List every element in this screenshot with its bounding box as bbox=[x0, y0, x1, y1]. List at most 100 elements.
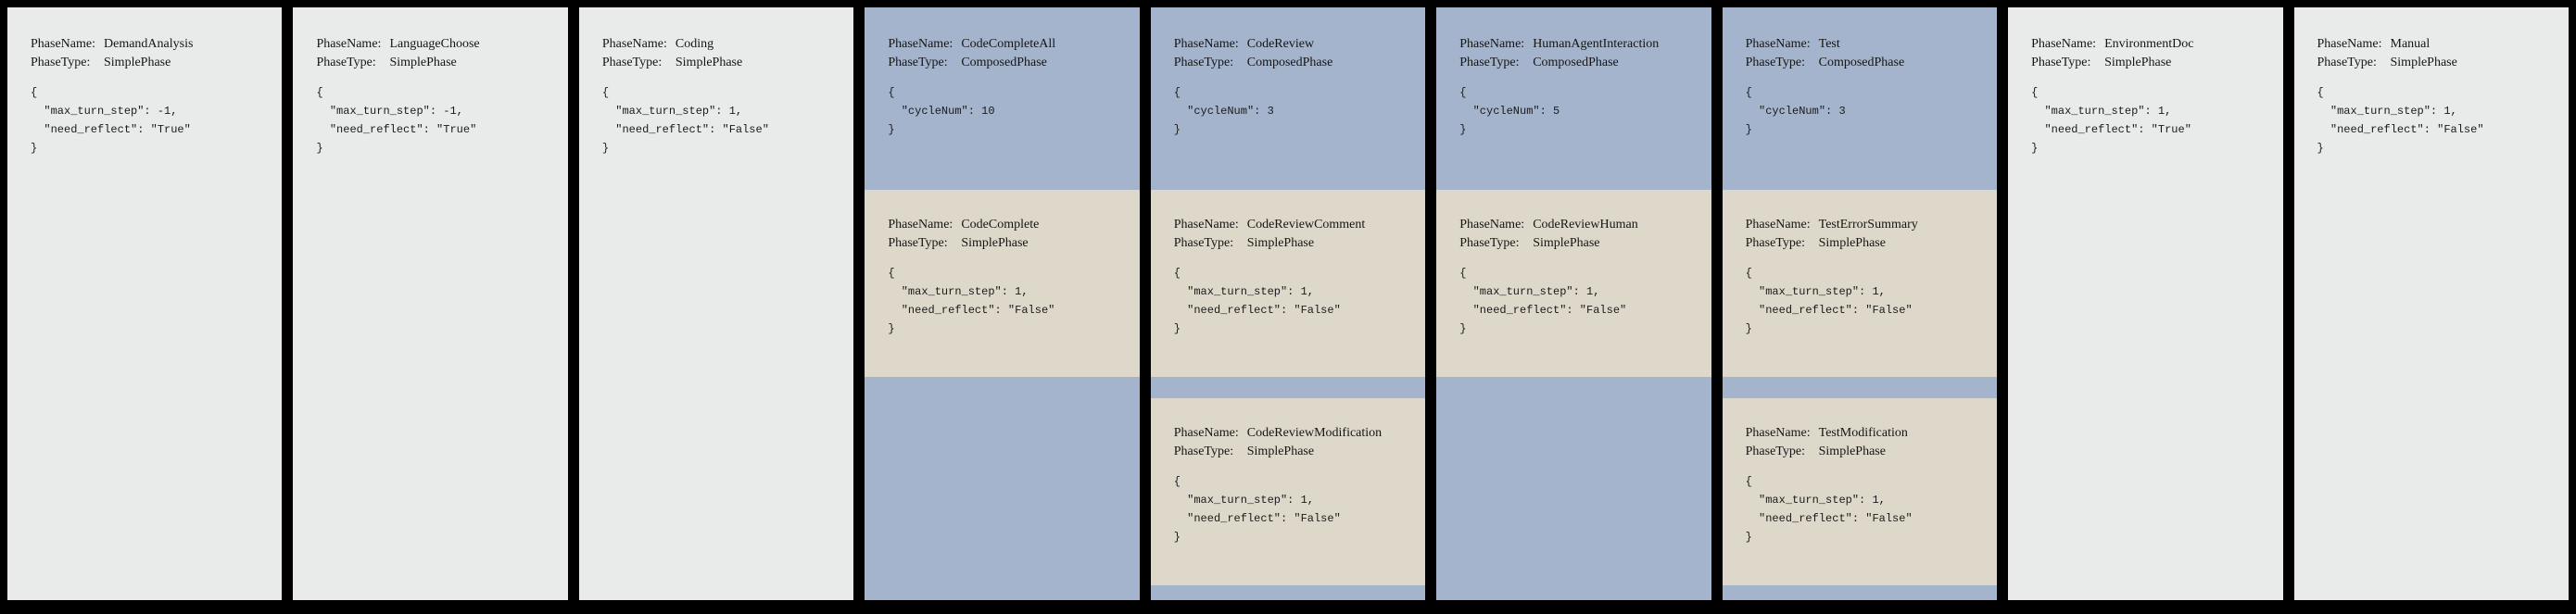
phase-header: PhaseName: CodeReview PhaseType: ComposedP… bbox=[1151, 7, 1425, 190]
phase-name-row: PhaseName: HumanAgentInteraction bbox=[1459, 35, 1699, 54]
phase-type-row: PhaseType:SimplePhase bbox=[2031, 54, 2271, 72]
phase-name-label: PhaseName: bbox=[2317, 37, 2382, 51]
phase-config-json: { "cycleNum": 10 } bbox=[888, 86, 995, 136]
phase-name-row: PhaseName:Coding bbox=[602, 35, 842, 54]
phase-card-code-review: PhaseName: CodeReview PhaseType: ComposedP… bbox=[1150, 7, 1426, 600]
phase-type-value: ComposedPhase bbox=[1246, 56, 1333, 69]
phase-card-manual: PhaseName:Manual PhaseType:SimplePhase {… bbox=[2293, 7, 2569, 600]
phase-type-label: PhaseType: bbox=[1459, 56, 1520, 69]
phase-type-value: SimplePhase bbox=[2390, 56, 2457, 69]
phase-type-row: PhaseType: SimplePhase bbox=[1746, 234, 1986, 253]
phase-card-test: PhaseName:Test PhaseType: ComposedPhase {… bbox=[1722, 7, 1998, 600]
phase-name-row: PhaseName: CodeReviewComment bbox=[1174, 216, 1414, 234]
phase-card-environment-doc: PhaseName:EnvironmentDoc PhaseType:Simpl… bbox=[2008, 7, 2283, 600]
phase-type-value: SimplePhase bbox=[675, 56, 743, 69]
phase-config-json: { "max_turn_step": 1, "need_reflect": "F… bbox=[1173, 267, 1341, 335]
phase-config-json: { "max_turn_step": -1, "need_reflect": "… bbox=[31, 86, 191, 155]
phase-type-row: PhaseType:ComposedPhase bbox=[888, 54, 1128, 72]
phase-card-coding: PhaseName:Coding PhaseType: SimplePhase {… bbox=[578, 7, 854, 600]
phase-config-json: { "cycleNum": 3 } bbox=[1745, 86, 1846, 136]
phase-name-value: CodeComplete bbox=[961, 218, 1040, 232]
phase-type-value: SimplePhase bbox=[1818, 236, 1886, 250]
phase-type-label: PhaseType: bbox=[316, 56, 376, 69]
phase-type-value: ComposedPhase bbox=[961, 56, 1047, 69]
phase-type-label: PhaseType: bbox=[1173, 56, 1234, 69]
phase-name-value: DemandAnalysis bbox=[104, 37, 194, 51]
phase-config-json: { "max_turn_step": -1, "need_reflect": "… bbox=[316, 86, 477, 155]
phase-name-row: PhaseName:DemandAnalysis bbox=[31, 35, 271, 54]
phase-name-label: PhaseName: bbox=[1173, 426, 1239, 440]
phase-type-label: PhaseType: bbox=[1745, 445, 1805, 458]
phase-type-row: PhaseType: ComposedPhase bbox=[1174, 54, 1414, 72]
phase-type-value: SimplePhase bbox=[2104, 56, 2172, 69]
phase-type-value: ComposedPhase bbox=[1818, 56, 1905, 69]
phase-type-value: SimplePhase bbox=[1818, 445, 1886, 458]
phase-name-row: PhaseName:CodeCompleteAll bbox=[888, 35, 1128, 54]
phase-type-row: PhaseType: SimplePhase bbox=[1746, 443, 1986, 461]
phase-type-label: PhaseType: bbox=[888, 236, 948, 250]
phase-type-label: PhaseType: bbox=[1459, 236, 1520, 250]
phase-config-json: { "max_turn_step": 1, "need_reflect": "F… bbox=[2317, 86, 2484, 155]
phase-name-label: PhaseName: bbox=[1745, 218, 1811, 232]
phase-name-value: TestModification bbox=[1818, 426, 1908, 440]
phase-type-value: SimplePhase bbox=[961, 236, 1029, 250]
phase-name-value: CodeReview bbox=[1246, 37, 1315, 51]
phase-name-label: PhaseName: bbox=[888, 218, 953, 232]
phase-type-value: SimplePhase bbox=[1246, 236, 1315, 250]
phase-type-row: PhaseType: SimplePhase bbox=[31, 54, 271, 72]
phase-header: PhaseName:Coding PhaseType: SimplePhase {… bbox=[579, 7, 853, 157]
phase-type-label: PhaseType: bbox=[1173, 445, 1234, 458]
phase-name-row: PhaseName:Test bbox=[1746, 35, 1986, 54]
phase-type-value: SimplePhase bbox=[104, 56, 171, 69]
phase-header: PhaseName: HumanAgentInteraction PhaseTyp… bbox=[1436, 7, 1711, 190]
phase-name-label: PhaseName: bbox=[1173, 37, 1239, 51]
phase-name-value: LanguageChoose bbox=[389, 37, 480, 51]
phase-card-human-agent-interaction: PhaseName: HumanAgentInteraction PhaseTyp… bbox=[1436, 7, 1711, 600]
phase-type-row: PhaseType:SimplePhase bbox=[1174, 443, 1414, 461]
phase-type-row: PhaseType: SimplePhase bbox=[888, 234, 1128, 253]
phase-config-json: { "max_turn_step": 1, "need_reflect": "F… bbox=[1745, 267, 1913, 335]
phase-name-row: PhaseName: CodeComplete bbox=[888, 216, 1128, 234]
subphase-card-code-complete: PhaseName: CodeComplete PhaseType: SimpleP… bbox=[865, 190, 1140, 377]
phase-name-label: PhaseName: bbox=[1173, 218, 1239, 232]
phase-type-label: PhaseType: bbox=[1745, 236, 1805, 250]
phase-config-json: { "max_turn_step": 1, "need_reflect": "F… bbox=[1173, 475, 1341, 544]
phase-type-row: PhaseType: SimplePhase bbox=[1174, 234, 1414, 253]
phase-config-json: { "max_turn_step": 1, "need_reflect": "F… bbox=[601, 86, 769, 155]
phase-name-label: PhaseName: bbox=[1459, 37, 1525, 51]
phase-type-row: PhaseType:SimplePhase bbox=[2317, 54, 2557, 72]
phase-card-code-complete-all: PhaseName:CodeCompleteAll PhaseType:Comp… bbox=[865, 7, 1140, 600]
phase-type-row: PhaseType: ComposedPhase bbox=[1746, 54, 1986, 72]
phase-header: PhaseName:Manual PhaseType:SimplePhase {… bbox=[2294, 7, 2569, 157]
subphase-card-code-review-modification: PhaseName: CodeReviewModification PhaseTy… bbox=[1150, 398, 1426, 585]
phase-name-label: PhaseName: bbox=[1745, 37, 1811, 51]
phase-name-value: CodeReviewModification bbox=[1246, 426, 1383, 440]
phase-type-label: PhaseType: bbox=[601, 56, 663, 69]
phase-config-json: { "max_turn_step": 1, "need_reflect": "F… bbox=[888, 267, 1055, 335]
phase-name-value: TestErrorSummary bbox=[1818, 218, 1918, 232]
phase-header: PhaseName:EnvironmentDoc PhaseType:Simpl… bbox=[2008, 7, 2282, 157]
phase-name-value: CodeReviewComment bbox=[1246, 218, 1366, 232]
phase-name-label: PhaseName: bbox=[2031, 37, 2097, 51]
phase-name-value: CodeReviewHuman bbox=[1533, 218, 1638, 232]
phase-name-row: PhaseName: CodeReviewModification bbox=[1174, 424, 1414, 443]
phase-name-row: PhaseName: CodeReview bbox=[1174, 35, 1414, 54]
phase-name-row: PhaseName: CodeReviewHuman bbox=[1459, 216, 1699, 234]
phase-type-row: PhaseType:SimplePhase bbox=[316, 54, 556, 72]
phase-config-json: { "cycleNum": 5 } bbox=[1459, 86, 1560, 136]
subphase-card-code-review-comment: PhaseName: CodeReviewComment PhaseType: Si… bbox=[1150, 190, 1426, 377]
phase-name-label: PhaseName: bbox=[1745, 426, 1811, 440]
phase-type-label: PhaseType: bbox=[1173, 236, 1234, 250]
phase-type-label: PhaseType: bbox=[1745, 56, 1805, 69]
phase-name-value: HumanAgentInteraction bbox=[1533, 37, 1660, 51]
phase-config-json: { "max_turn_step": 1, "need_reflect": "F… bbox=[1745, 475, 1913, 544]
phase-header: PhaseName:DemandAnalysis PhaseType: Simpl… bbox=[7, 7, 282, 157]
phase-type-label: PhaseType: bbox=[31, 56, 91, 69]
phase-type-row: PhaseType: SimplePhase bbox=[602, 54, 842, 72]
phase-type-value: ComposedPhase bbox=[1533, 56, 1619, 69]
subphase-card-test-error-summary: PhaseName: TestErrorSummary PhaseType: Sim… bbox=[1722, 190, 1998, 377]
phase-name-label: PhaseName: bbox=[1459, 218, 1525, 232]
phase-name-label: PhaseName: bbox=[316, 37, 382, 51]
phase-type-value: SimplePhase bbox=[1533, 236, 1600, 250]
